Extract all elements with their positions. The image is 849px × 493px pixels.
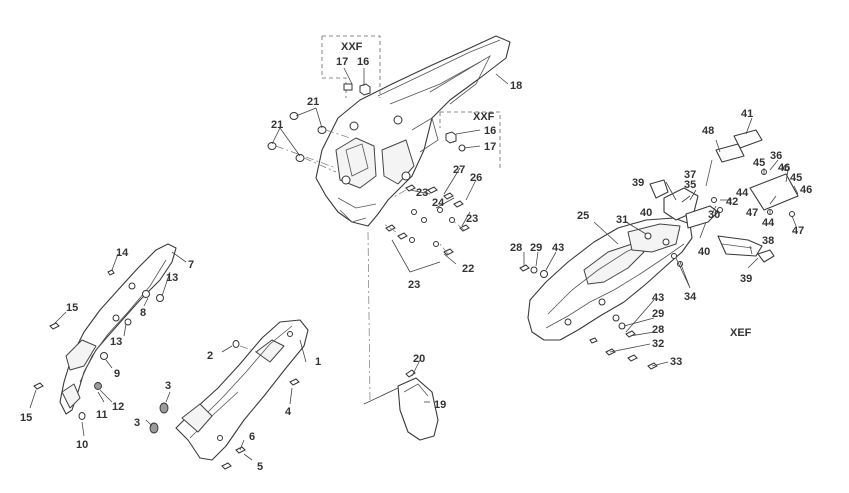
- callout-30: 30: [708, 209, 720, 221]
- callout-32: 32: [652, 338, 664, 350]
- callout-40-upper: 40: [640, 207, 652, 219]
- fender-fasteners-bottom: [383, 184, 470, 256]
- rear-fender: [315, 35, 511, 227]
- callout-21-upper: 21: [307, 96, 319, 108]
- callout-4: 4: [285, 406, 292, 418]
- callout-33: 33: [670, 356, 682, 368]
- callout-48: 48: [702, 125, 714, 137]
- callout-29-a: 29: [530, 242, 542, 254]
- callout-23-c: 23: [408, 279, 420, 291]
- callout-34: 34: [684, 291, 697, 303]
- callout-29-b: 29: [652, 308, 664, 320]
- callout-23-b: 23: [466, 213, 478, 225]
- mud-flap: [363, 369, 439, 441]
- callout-43-a: 43: [552, 242, 564, 254]
- xef-rear-fender: [527, 217, 693, 341]
- xxf-right-box: XXF: [439, 111, 501, 170]
- callout-22: 22: [462, 263, 474, 275]
- xxf-top-box: XXF: [321, 35, 381, 98]
- callout-15-lower: 15: [20, 412, 32, 424]
- callout-2: 2: [207, 350, 213, 362]
- callout-21-lower: 21: [271, 119, 283, 131]
- variant-label-xxf-top: XXF: [341, 41, 363, 53]
- callout-25: 25: [577, 210, 589, 222]
- callout-18: 18: [510, 80, 522, 92]
- callout-38: 38: [762, 235, 774, 247]
- callout-23-a: 23: [416, 187, 428, 199]
- callout-17-right: 17: [484, 141, 496, 153]
- callout-10: 10: [76, 439, 88, 451]
- callout-13-lower: 13: [110, 336, 122, 348]
- callout-20: 20: [413, 353, 425, 365]
- callout-28-b: 28: [652, 324, 664, 336]
- callout-39-lower: 39: [740, 273, 752, 285]
- side-cover-fasteners: [149, 340, 300, 470]
- callout-47-a: 47: [746, 207, 758, 219]
- callout-44-a: 44: [736, 187, 749, 199]
- callout-7: 7: [188, 259, 194, 271]
- left-panel-fasteners: [33, 269, 164, 420]
- callout-39-upper: 39: [632, 177, 644, 189]
- variant-label-xef: XEF: [730, 327, 752, 339]
- callout-11: 11: [96, 409, 108, 421]
- callout-41: 41: [741, 108, 753, 120]
- callout-16-right: 16: [484, 125, 496, 137]
- callout-1: 1: [315, 356, 321, 368]
- callout-16-top: 16: [357, 56, 369, 68]
- callout-46-a: 46: [778, 162, 790, 174]
- callout-46-b: 46: [800, 184, 812, 196]
- callout-3-upper: 3: [165, 380, 171, 392]
- fender-fasteners-left: [267, 112, 351, 173]
- callout-8: 8: [140, 307, 146, 319]
- callout-14: 14: [116, 247, 129, 259]
- callout-5: 5: [257, 461, 263, 473]
- callout-37: 37: [684, 169, 696, 181]
- callout-26: 26: [470, 172, 482, 184]
- callout-45-b: 45: [790, 172, 802, 184]
- callout-13-upper: 13: [166, 272, 178, 284]
- leader-lines: [29, 67, 799, 461]
- assembly-line-19: [367, 231, 371, 401]
- callout-27: 27: [453, 164, 465, 176]
- callout-45-a: 45: [753, 157, 765, 169]
- callout-9: 9: [114, 368, 120, 380]
- callout-17-top: 17: [336, 56, 348, 68]
- callout-47-b: 47: [792, 225, 804, 237]
- callout-6: 6: [249, 431, 255, 443]
- callout-35: 35: [684, 179, 696, 191]
- left-side-panel: [59, 243, 177, 415]
- side-cover: [175, 319, 309, 461]
- callout-24: 24: [432, 197, 445, 209]
- callout-44-b: 44: [762, 217, 775, 229]
- callout-31: 31: [616, 214, 628, 226]
- callout-40-lower: 40: [698, 246, 710, 258]
- callout-42: 42: [726, 196, 738, 208]
- callout-28-a: 28: [510, 242, 522, 254]
- callout-43-b: 43: [652, 292, 664, 304]
- callout-numbers: 1 2 3 3 4 5 6 7 8 9 10 11 12 13 13 14 15…: [20, 56, 812, 473]
- callout-12: 12: [112, 401, 124, 413]
- callout-36: 36: [770, 150, 782, 162]
- callout-3-lower: 3: [134, 417, 140, 429]
- callout-19: 19: [434, 399, 446, 411]
- variant-label-xxf-right: XXF: [473, 111, 495, 123]
- callout-15-upper: 15: [66, 302, 78, 314]
